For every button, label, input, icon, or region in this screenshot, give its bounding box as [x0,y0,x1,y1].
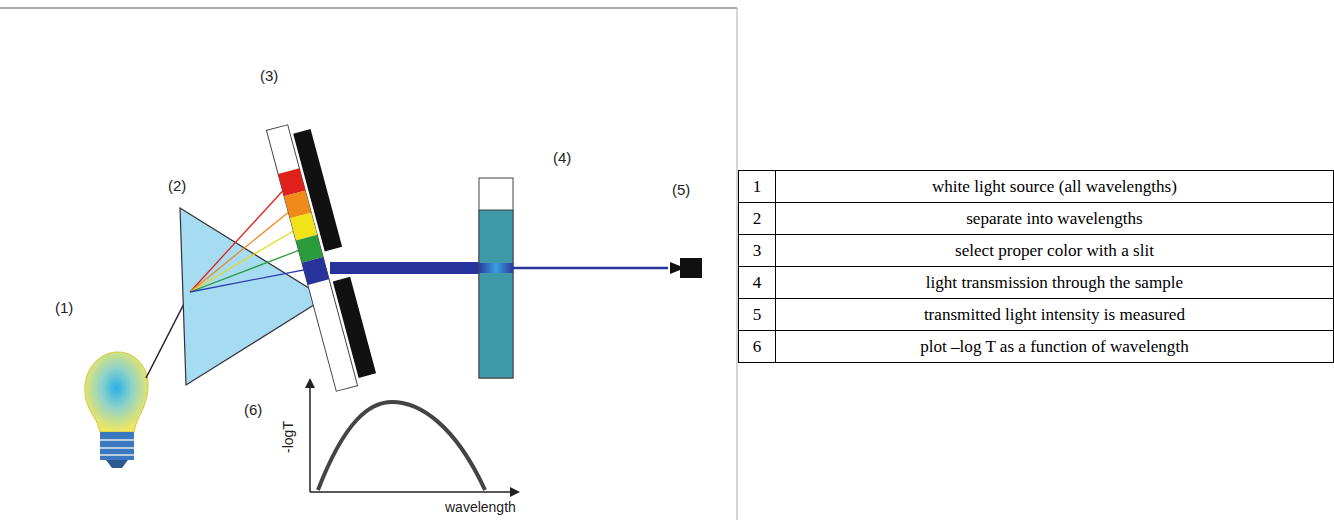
table-cell: 6 [739,331,776,363]
table-cell: 4 [739,267,776,299]
table-row: 1white light source (all wavelengths) [739,171,1334,203]
prism [180,208,325,385]
table-row: 6plot –log T as a function of wavelength [739,331,1334,363]
table-cell: 2 [739,203,776,235]
table-cell: select proper color with a slit [775,235,1333,267]
table-row: 4light transmission through the sample [739,267,1334,299]
axis-label: -logT [281,421,295,453]
slit [266,119,377,391]
callout-number: (1) [55,300,73,315]
callout-number: (2) [168,178,186,193]
absorbance-graph [305,378,520,497]
callout-number: (3) [260,68,278,83]
callout-number: (6) [244,402,262,417]
light-bulb [85,352,148,468]
frame-line [0,8,737,9]
table-row: 2separate into wavelengths [739,203,1334,235]
frame-line [737,8,738,520]
table-cell: 3 [739,235,776,267]
table-cell: 5 [739,299,776,331]
table-row: 5transmitted light intensity is measured [739,299,1334,331]
table-cell: 1 [739,171,776,203]
table-cell: plot –log T as a function of wavelength [775,331,1333,363]
transmitted-beam [513,267,668,270]
callout-number: (4) [553,150,571,165]
table-cell: white light source (all wavelengths) [775,171,1333,203]
legend-table: 1white light source (all wavelengths)2se… [738,170,1334,363]
detector [670,258,702,278]
table-cell: separate into wavelengths [775,203,1333,235]
cuvette [479,178,513,378]
axis-label: wavelength [445,500,516,514]
table-cell: transmitted light intensity is measured [775,299,1333,331]
light-beam [330,262,480,274]
callout-number: (5) [672,182,690,197]
table-cell: light transmission through the sample [775,267,1333,299]
table-row: 3select proper color with a slit [739,235,1334,267]
